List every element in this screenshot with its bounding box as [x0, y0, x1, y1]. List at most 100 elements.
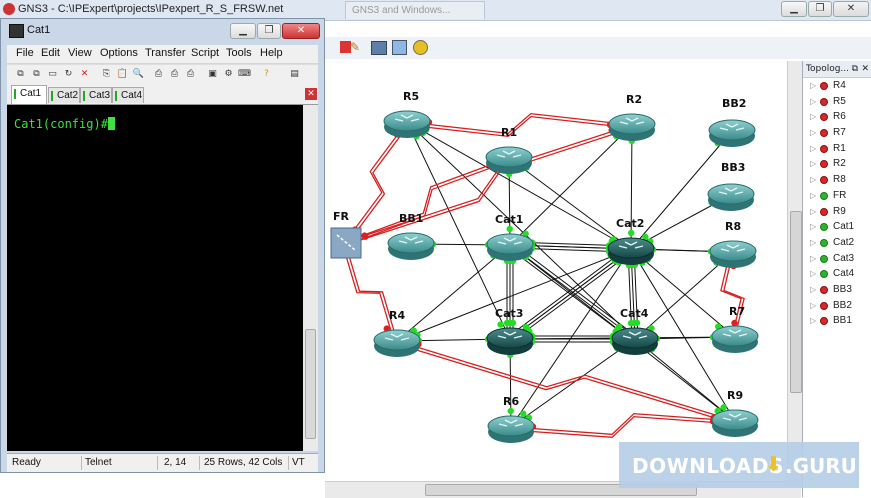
- link-cat1-r4[interactable]: [396, 244, 511, 342]
- minimize-button[interactable]: ▁: [781, 1, 807, 17]
- serial-link-r8-r7[interactable]: [720, 251, 742, 338]
- topology-item-r9[interactable]: ▷R9: [803, 204, 871, 220]
- copy-icon[interactable]: ⎘: [102, 69, 111, 79]
- canvas-vertical-scrollbar[interactable]: [787, 61, 802, 481]
- serial-link-fr-r4[interactable]: [344, 241, 398, 342]
- serial-link-r4-r9[interactable]: [396, 340, 736, 422]
- link-r5-cat4[interactable]: [406, 121, 636, 340]
- quick-connect-icon[interactable]: ⧉: [33, 69, 40, 79]
- topology-item-r5[interactable]: ▷R5: [803, 94, 871, 110]
- terminal-scroll-thumb[interactable]: [305, 329, 316, 439]
- print-screen-icon[interactable]: ⎙: [186, 69, 195, 79]
- topology-item-bb2[interactable]: ▷BB2: [803, 298, 871, 314]
- node-cat3[interactable]: Cat3: [486, 307, 534, 355]
- link-r1-cat2[interactable]: [508, 157, 632, 250]
- node-r4[interactable]: R4: [373, 309, 421, 357]
- node-bb2[interactable]: BB2: [708, 97, 756, 147]
- expand-arrow-icon[interactable]: ▷: [810, 300, 817, 310]
- console-minimize-button[interactable]: ▁: [230, 23, 256, 39]
- tab-cat3[interactable]: Cat3: [80, 87, 112, 103]
- serial-link-fr-r5[interactable]: [347, 122, 411, 244]
- link-cat2-r7[interactable]: [630, 248, 736, 338]
- canvas-vscroll-thumb[interactable]: [790, 211, 802, 393]
- tab-cat2[interactable]: Cat2: [48, 87, 80, 103]
- topology-item-r6[interactable]: ▷R6: [803, 109, 871, 125]
- print-icon[interactable]: ⎙: [170, 69, 179, 79]
- serial-link-fr-r5[interactable]: [344, 121, 408, 243]
- serial-link-r6-r9[interactable]: [510, 413, 736, 435]
- menu-help[interactable]: Help: [260, 47, 283, 59]
- menu-file[interactable]: File: [16, 47, 34, 59]
- background-window-tab[interactable]: GNS3 and Windows...: [345, 1, 485, 19]
- menu-transfer[interactable]: Transfer: [145, 47, 186, 59]
- expand-arrow-icon[interactable]: ▷: [810, 269, 817, 279]
- session-options-icon[interactable]: ▣: [208, 69, 217, 79]
- expand-arrow-icon[interactable]: ▷: [810, 143, 817, 153]
- link-bb2-cat2[interactable]: [630, 130, 733, 250]
- serial-link-r8-r7[interactable]: [723, 251, 745, 338]
- topology-item-bb1[interactable]: ▷BB1: [803, 313, 871, 329]
- serial-link-fr-r2[interactable]: [345, 127, 634, 246]
- lock-icon[interactable]: ▤: [290, 69, 299, 79]
- node-bb1[interactable]: BB1: [387, 212, 435, 260]
- node-r2[interactable]: R2: [608, 93, 656, 141]
- topology-item-r1[interactable]: ▷R1: [803, 141, 871, 157]
- console-maximize-button[interactable]: ❐: [257, 23, 281, 39]
- topology-item-bb3[interactable]: ▷BB3: [803, 282, 871, 298]
- menu-view[interactable]: View: [68, 47, 92, 59]
- terminal-scrollbar[interactable]: [303, 105, 318, 451]
- paste-icon[interactable]: 📋: [116, 69, 129, 79]
- topology-item-cat1[interactable]: ▷Cat1: [803, 219, 871, 235]
- maximize-button[interactable]: ❐: [808, 1, 832, 17]
- topology-item-r8[interactable]: ▷R8: [803, 172, 871, 188]
- menu-tools[interactable]: Tools: [226, 47, 252, 59]
- close-tab-icon[interactable]: ✕: [305, 88, 317, 100]
- node-r1[interactable]: R1: [485, 126, 533, 174]
- link-r2-cat1[interactable]: [509, 124, 633, 246]
- serial-link-fr-r2[interactable]: [344, 124, 633, 243]
- expand-arrow-icon[interactable]: ▷: [810, 190, 817, 200]
- node-fr[interactable]: FR: [330, 210, 362, 259]
- settings-icon[interactable]: ⚙: [224, 69, 233, 79]
- serial-link-fr-r4[interactable]: [341, 243, 395, 343]
- node-r8[interactable]: R8: [709, 220, 757, 268]
- help-icon[interactable]: ?: [264, 69, 269, 79]
- serial-link-r5-r2[interactable]: [406, 115, 633, 138]
- reconnect-icon[interactable]: ↻: [64, 69, 73, 79]
- link-cat2-r9[interactable]: [630, 248, 736, 422]
- screenshot-icon[interactable]: [371, 41, 387, 55]
- node-r5[interactable]: R5: [383, 90, 431, 138]
- serial-link-r6-r9[interactable]: [511, 416, 736, 438]
- expand-arrow-icon[interactable]: ▷: [810, 253, 817, 263]
- expand-arrow-icon[interactable]: ▷: [810, 128, 817, 138]
- link-cat3-cat2[interactable]: [511, 251, 634, 342]
- topology-item-cat4[interactable]: ▷Cat4: [803, 266, 871, 282]
- find-icon[interactable]: 🔍: [132, 69, 145, 79]
- node-cat2[interactable]: Cat2: [607, 217, 655, 265]
- serial-link-r4-r9[interactable]: [396, 343, 735, 425]
- node-r7[interactable]: R7: [711, 305, 759, 353]
- link-cat4-r8[interactable]: [634, 251, 734, 340]
- menu-options[interactable]: Options: [100, 47, 138, 59]
- connect-icon[interactable]: ⧉: [17, 69, 24, 79]
- expand-arrow-icon[interactable]: ▷: [810, 81, 817, 90]
- disconnect-icon[interactable]: ✕: [80, 69, 89, 79]
- print-setup-icon[interactable]: ⎙: [154, 69, 163, 79]
- node-cat1[interactable]: Cat1: [486, 213, 534, 261]
- serial-link-r5-r2[interactable]: [406, 112, 633, 135]
- terminal-screen[interactable]: Cat1(config)#: [7, 105, 303, 451]
- link-cat2-r6[interactable]: [510, 248, 632, 428]
- ellipse-icon[interactable]: [413, 40, 428, 55]
- node-cat4[interactable]: Cat4: [611, 307, 659, 355]
- expand-arrow-icon[interactable]: ▷: [810, 316, 817, 326]
- stop-icon[interactable]: [340, 41, 351, 53]
- note-icon[interactable]: ✎: [350, 40, 361, 54]
- expand-arrow-icon[interactable]: ▷: [810, 284, 817, 294]
- menu-script[interactable]: Script: [191, 47, 220, 59]
- expand-arrow-icon[interactable]: ▷: [810, 206, 817, 216]
- node-r6[interactable]: R6: [487, 395, 535, 443]
- expand-arrow-icon[interactable]: ▷: [810, 96, 817, 106]
- expand-arrow-icon[interactable]: ▷: [810, 112, 817, 122]
